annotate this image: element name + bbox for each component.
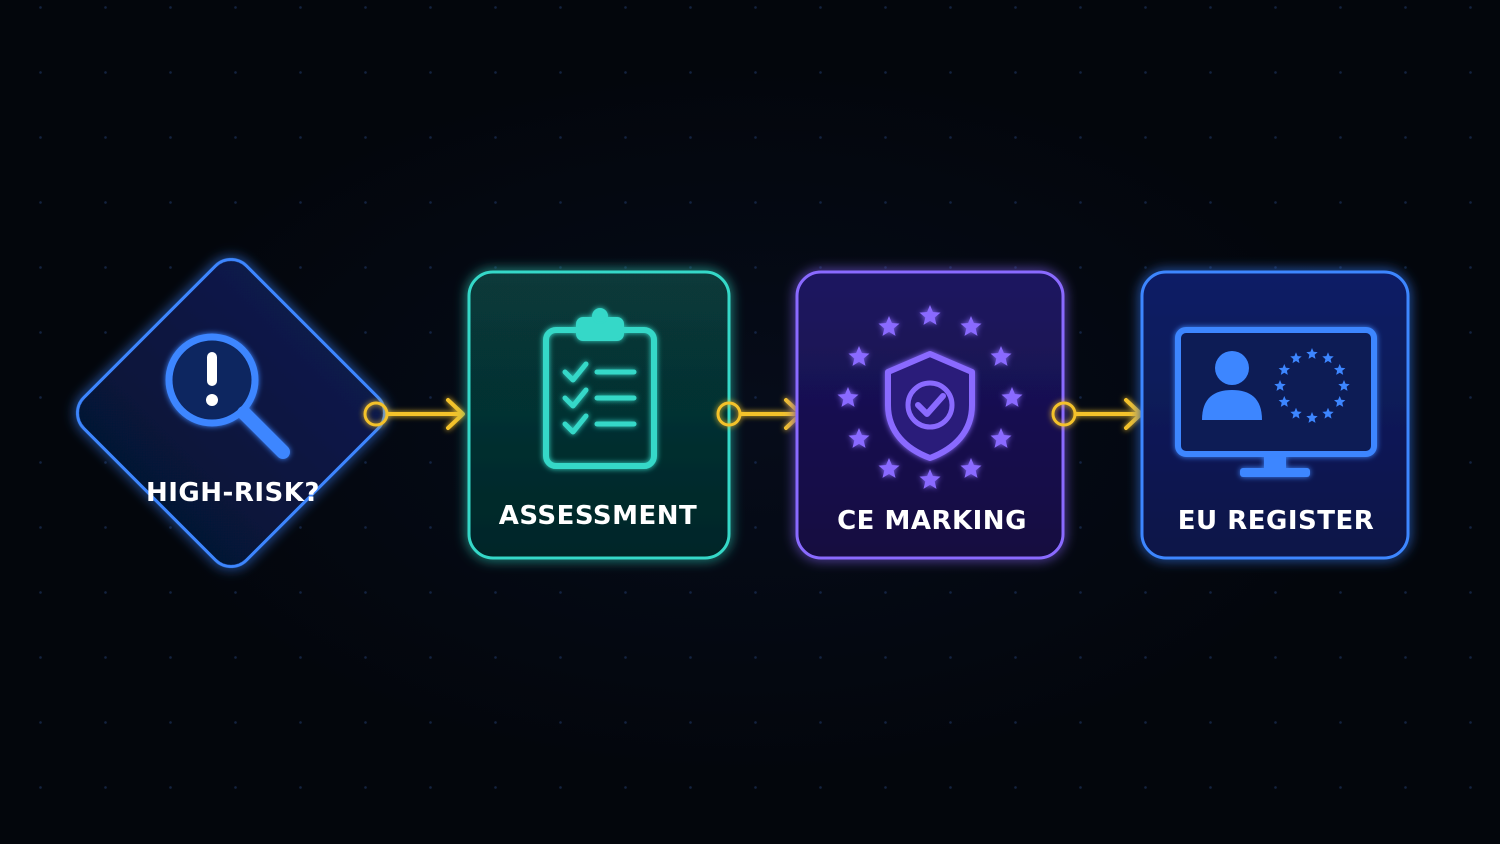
star-icon — [990, 428, 1012, 448]
star-icon — [919, 469, 941, 489]
star-icon — [848, 428, 870, 448]
connector-arrow-3 — [1051, 398, 1143, 430]
star-icon — [1274, 380, 1286, 391]
star-icon — [1322, 407, 1334, 419]
star-icon — [1334, 396, 1346, 407]
star-icon — [1338, 380, 1350, 391]
monitor-user-eu-stars-icon — [1175, 327, 1377, 477]
connector-arrow-1 — [363, 398, 465, 430]
star-icon — [848, 346, 870, 366]
star-icon — [1322, 352, 1334, 364]
step-label: CE MARKING — [837, 506, 1027, 536]
step-label: HIGH-RISK? — [146, 478, 320, 508]
star-icon — [1290, 407, 1302, 419]
step-label: EU REGISTER — [1178, 506, 1374, 536]
magnifier-exclamation-icon — [165, 333, 290, 459]
star-icon — [878, 458, 900, 478]
step-box — [467, 270, 731, 560]
step-ce-marking: CE MARKING — [795, 270, 1065, 560]
star-icon — [837, 387, 859, 407]
eu-stars-ring-small — [1274, 348, 1350, 423]
star-icon — [1306, 412, 1318, 423]
star-icon — [990, 346, 1012, 366]
shield-check-stars-icon — [837, 305, 1023, 489]
star-icon — [1001, 387, 1023, 407]
star-icon — [1278, 364, 1290, 375]
star-icon — [1334, 364, 1346, 375]
step-label: ASSESSMENT — [499, 501, 698, 531]
star-icon — [919, 305, 941, 325]
clipboard-checklist-icon — [543, 308, 657, 469]
step-eu-register: EU REGISTER — [1140, 270, 1410, 560]
star-icon — [1306, 348, 1318, 359]
star-icon — [960, 458, 982, 478]
eu-stars-ring — [837, 305, 1023, 489]
step-assessment: ASSESSMENT — [467, 270, 731, 560]
star-icon — [1290, 352, 1302, 364]
step-high-risk: HIGH-RISK? — [75, 257, 387, 569]
star-icon — [1278, 396, 1290, 407]
star-icon — [878, 316, 900, 336]
star-icon — [960, 316, 982, 336]
